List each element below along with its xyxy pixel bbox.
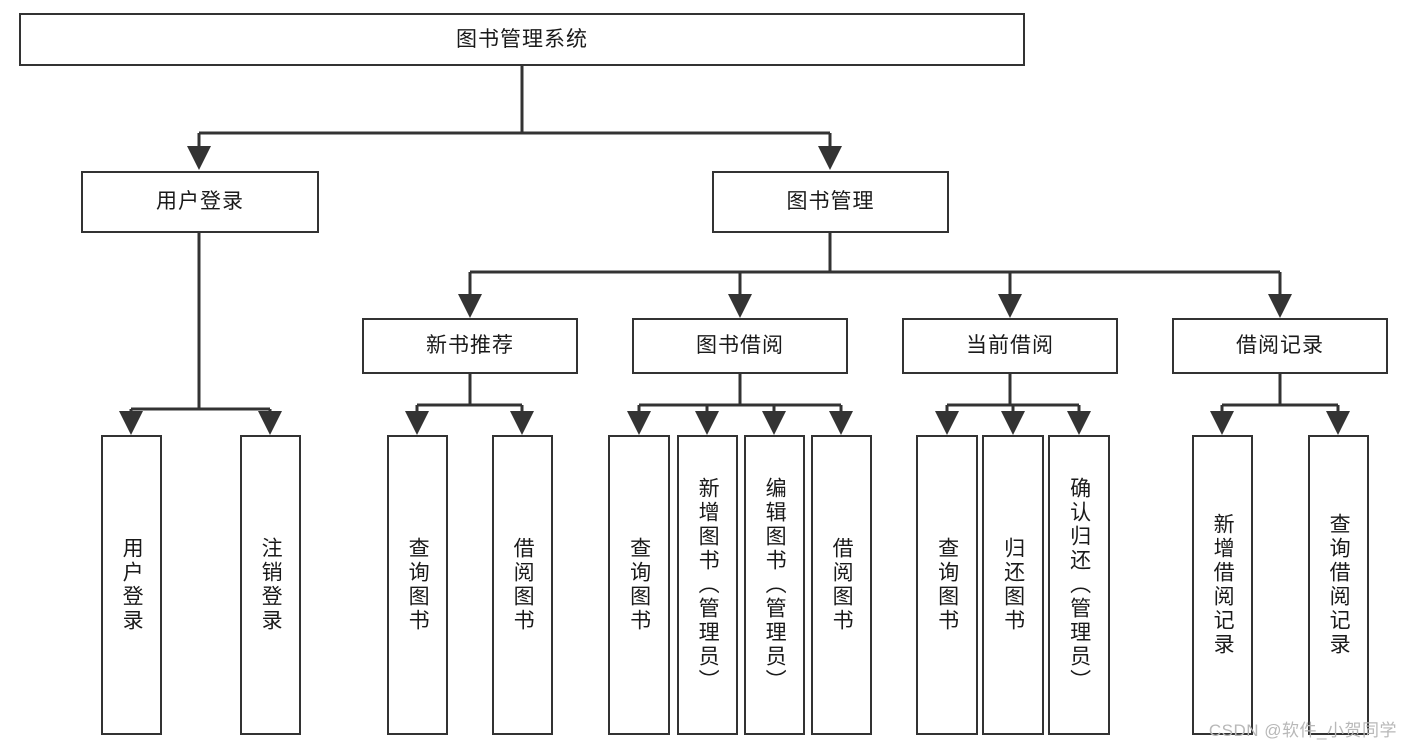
leaf-current-confirm-return[interactable]: 确认归还（管理员）	[1048, 435, 1110, 735]
node-current-borrow[interactable]: 当前借阅	[902, 318, 1118, 374]
leaf-newbook-query-book[interactable]: 查询图书	[387, 435, 448, 735]
node-book-management-label: 图书管理	[786, 190, 875, 214]
leaf-borrow-edit-book[interactable]: 编辑图书（管理员）	[744, 435, 805, 735]
leaf-record-add-record-label: 新增借阅记录	[1211, 513, 1235, 657]
leaf-current-return-book[interactable]: 归还图书	[982, 435, 1044, 735]
leaf-logout[interactable]: 注销登录	[240, 435, 301, 735]
leaf-borrow-query-book-label: 查询图书	[627, 537, 651, 633]
node-book-borrow-label: 图书借阅	[696, 334, 784, 358]
node-root-label: 图书管理系统	[456, 27, 588, 51]
leaf-record-add-record[interactable]: 新增借阅记录	[1192, 435, 1253, 735]
node-current-borrow-label: 当前借阅	[966, 334, 1054, 358]
leaf-borrow-query-book[interactable]: 查询图书	[608, 435, 670, 735]
leaf-borrow-add-book-label: 新增图书（管理员）	[696, 477, 720, 693]
leaf-login-label: 用户登录	[120, 537, 144, 633]
node-book-management[interactable]: 图书管理	[712, 171, 949, 233]
node-borrow-record-label: 借阅记录	[1236, 334, 1324, 358]
leaf-borrow-borrow-book[interactable]: 借阅图书	[811, 435, 872, 735]
leaf-current-query-book[interactable]: 查询图书	[916, 435, 978, 735]
leaf-newbook-borrow-book[interactable]: 借阅图书	[492, 435, 553, 735]
node-user-login[interactable]: 用户登录	[81, 171, 319, 233]
leaf-record-query-record-label: 查询借阅记录	[1327, 513, 1351, 657]
leaf-current-query-book-label: 查询图书	[935, 537, 959, 633]
leaf-current-return-book-label: 归还图书	[1001, 537, 1025, 633]
node-book-borrow[interactable]: 图书借阅	[632, 318, 848, 374]
leaf-logout-label: 注销登录	[259, 537, 283, 633]
leaf-borrow-add-book[interactable]: 新增图书（管理员）	[677, 435, 738, 735]
leaf-newbook-query-book-label: 查询图书	[406, 537, 430, 633]
node-user-login-label: 用户登录	[156, 190, 244, 214]
watermark-text: CSDN @软件_小贺同学	[1208, 721, 1397, 740]
leaf-current-confirm-return-label: 确认归还（管理员）	[1067, 477, 1091, 693]
leaf-login[interactable]: 用户登录	[101, 435, 162, 735]
leaf-borrow-edit-book-label: 编辑图书（管理员）	[763, 477, 787, 693]
node-root[interactable]: 图书管理系统	[19, 13, 1025, 66]
leaf-borrow-borrow-book-label: 借阅图书	[830, 537, 854, 633]
leaf-record-query-record[interactable]: 查询借阅记录	[1308, 435, 1369, 735]
node-new-book-recommend-label: 新书推荐	[426, 334, 514, 358]
leaf-newbook-borrow-book-label: 借阅图书	[511, 537, 535, 633]
node-new-book-recommend[interactable]: 新书推荐	[362, 318, 578, 374]
node-borrow-record[interactable]: 借阅记录	[1172, 318, 1388, 374]
